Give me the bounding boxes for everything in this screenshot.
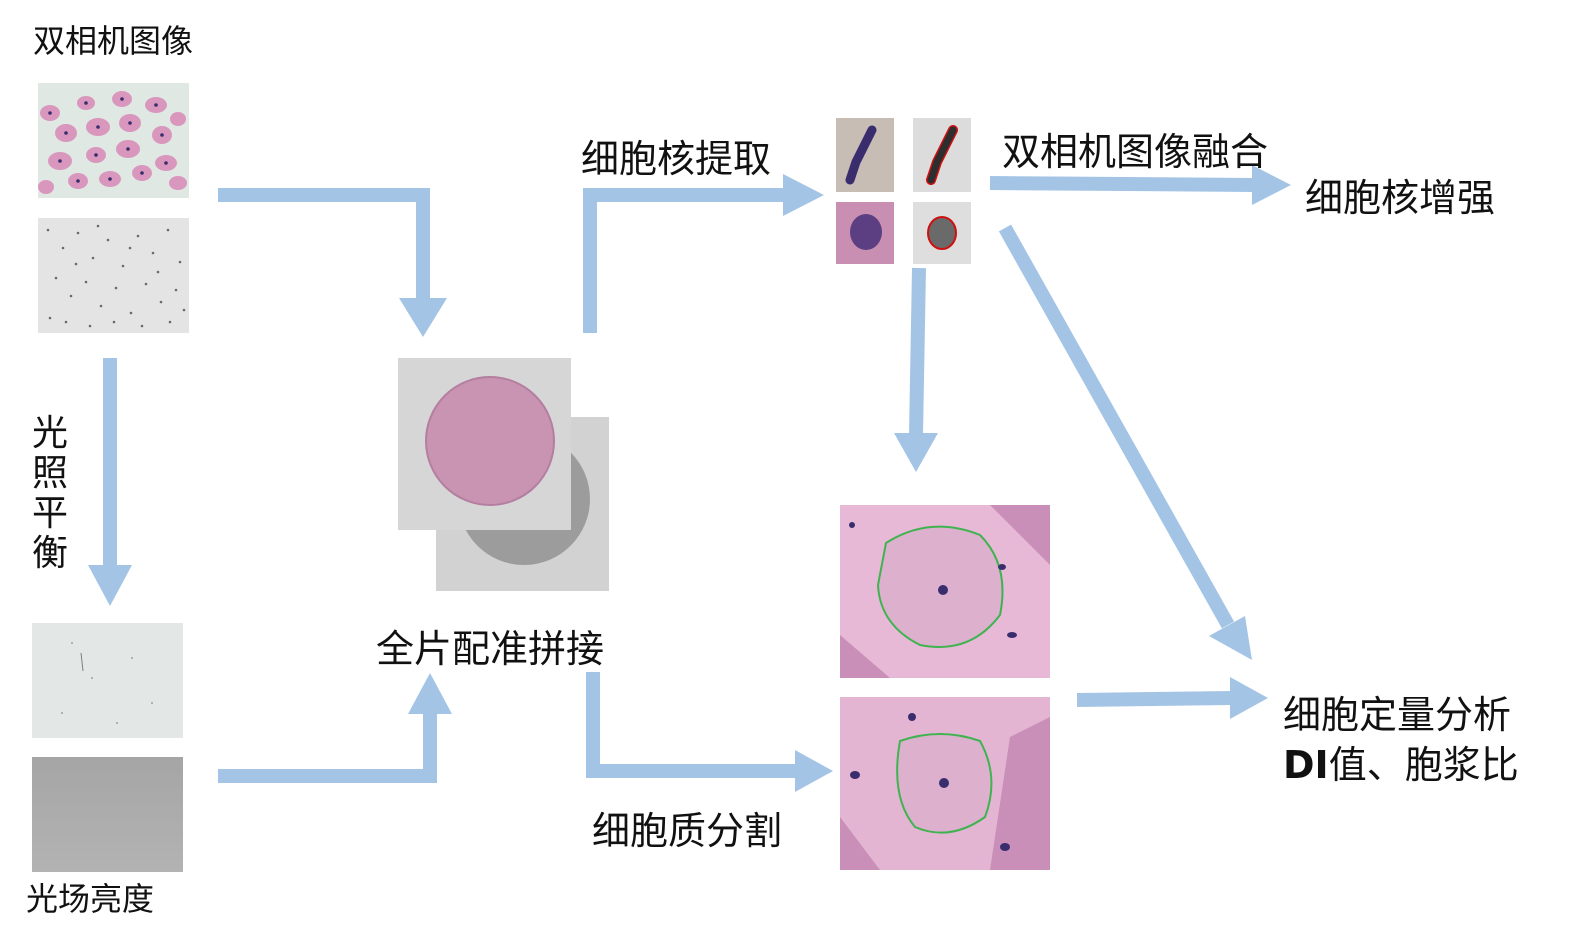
light-field-image-2 [32, 757, 183, 872]
stitched-slide-front [398, 358, 571, 530]
arrow-segmentation-to-quant [1076, 691, 1233, 707]
segmentation-image-1 [840, 505, 1050, 678]
label-illumination-char: 照 [31, 453, 68, 494]
arrowhead [88, 565, 132, 606]
label-illumination-char: 衡 [31, 533, 68, 574]
arrowhead [1209, 616, 1252, 660]
label-cytoplasm-segmentation: 细胞质分割 [592, 809, 783, 853]
color-camera-image [38, 83, 189, 198]
label-illumination-char: 光 [31, 413, 68, 454]
label-di-bold: DI [1283, 743, 1329, 787]
arrowhead [408, 673, 452, 714]
label-light-field-brightness: 光场亮度 [26, 880, 155, 918]
arrowhead [1230, 677, 1268, 719]
label-illumination-balance: 光 照 平 衡 [30, 414, 70, 574]
arrow-fusion-to-enhancement [989, 176, 1256, 192]
arrow-stitch-to-nucleus [583, 188, 785, 333]
arrow-stitch-to-cytoplasm [586, 672, 797, 778]
label-di-ratio: DI值、胞浆比 [1283, 734, 1519, 789]
nucleus-thumb-color-1 [836, 118, 894, 192]
label-nucleus-extraction: 细胞核提取 [581, 137, 772, 181]
arrow-diagonal-to-quant [998, 224, 1235, 629]
nucleus-thumb-gray-2 [913, 202, 971, 264]
label-di-rest: 值、胞浆比 [1328, 743, 1519, 787]
nucleus-thumb-color-2 [836, 202, 894, 264]
arrowhead [1252, 165, 1291, 205]
label-quant-analysis: 细胞定量分析 [1283, 693, 1512, 737]
nucleus-thumb-gray-1 [913, 118, 971, 192]
segmentation-image-2 [840, 697, 1050, 870]
label-nucleus-enhancement: 细胞核增强 [1305, 176, 1496, 220]
label-dual-camera-fusion: 双相机图像融合 [1002, 130, 1269, 174]
arrow-nucleus-down [909, 267, 926, 436]
arrowhead [894, 433, 938, 472]
mono-camera-image [38, 218, 189, 333]
label-stitching: 全片配准拼接 [376, 627, 605, 671]
label-dual-camera-images: 双相机图像 [33, 22, 194, 60]
arrowhead [783, 174, 824, 216]
light-field-image-1 [32, 623, 183, 738]
arrow-camera-to-stitch [218, 188, 430, 300]
label-illumination-char: 平 [31, 493, 68, 534]
arrowhead [399, 298, 447, 337]
arrowhead [795, 750, 833, 792]
arrow-brightness-to-stitch [218, 712, 437, 783]
